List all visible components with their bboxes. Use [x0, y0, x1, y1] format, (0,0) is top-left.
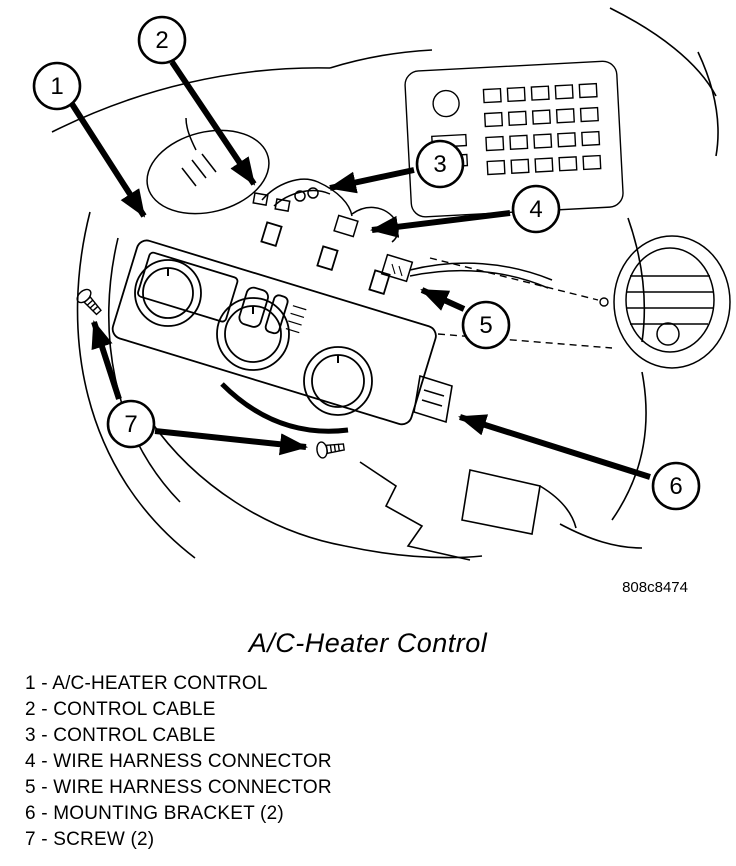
callout-arrows [69, 60, 651, 480]
ac-heater-control-diagram: 1 2 3 4 5 6 7 [32, 7, 731, 596]
legend-item-6: 6 - MOUNTING BRACKET (2) [25, 803, 284, 824]
figure-title: A/C-Heater Control [248, 628, 488, 658]
shifter-boot-drawing [146, 117, 270, 215]
callout-2-number: 2 [155, 27, 168, 54]
dashboard-contours [51, 7, 719, 561]
callout-4: 4 [511, 184, 561, 234]
callout-5: 5 [461, 300, 511, 350]
callout-1: 1 [32, 61, 82, 111]
control-unit-drawing [111, 221, 437, 434]
legend-item-3: 3 - CONTROL CABLE [25, 725, 216, 746]
callout-3: 3 [415, 139, 465, 189]
callout-7-number: 7 [124, 411, 137, 438]
air-vent-drawing [613, 235, 731, 369]
mounting-hole [599, 297, 609, 307]
radio-drawing [404, 60, 624, 218]
legend-item-4: 4 - WIRE HARNESS CONNECTOR [25, 751, 332, 772]
callout-5-number: 5 [479, 312, 492, 339]
callout-3-number: 3 [433, 151, 446, 178]
legend: 1 - A/C-HEATER CONTROL 2 - CONTROL CABLE… [0, 671, 736, 853]
callout-2: 2 [137, 15, 187, 65]
wire-harness-drawing [333, 206, 553, 289]
figure-code: 808c8474 [622, 579, 688, 596]
legend-item-1: 1 - A/C-HEATER CONTROL [25, 673, 268, 694]
callout-7: 7 [106, 399, 156, 449]
legend-item-7: 7 - SCREW (2) [25, 829, 155, 850]
callout-4-number: 4 [529, 196, 542, 223]
mounting-bracket-drawing [413, 374, 453, 424]
callout-6: 6 [651, 461, 701, 511]
callout-6-number: 6 [669, 473, 682, 500]
callout-1-number: 1 [50, 73, 63, 100]
legend-item-5: 5 - WIRE HARNESS CONNECTOR [25, 777, 332, 798]
legend-item-2: 2 - CONTROL CABLE [25, 699, 216, 720]
callouts: 1 2 3 4 5 6 7 [32, 15, 701, 511]
screw-drawing [76, 288, 345, 459]
control-cables-drawing [252, 178, 353, 217]
